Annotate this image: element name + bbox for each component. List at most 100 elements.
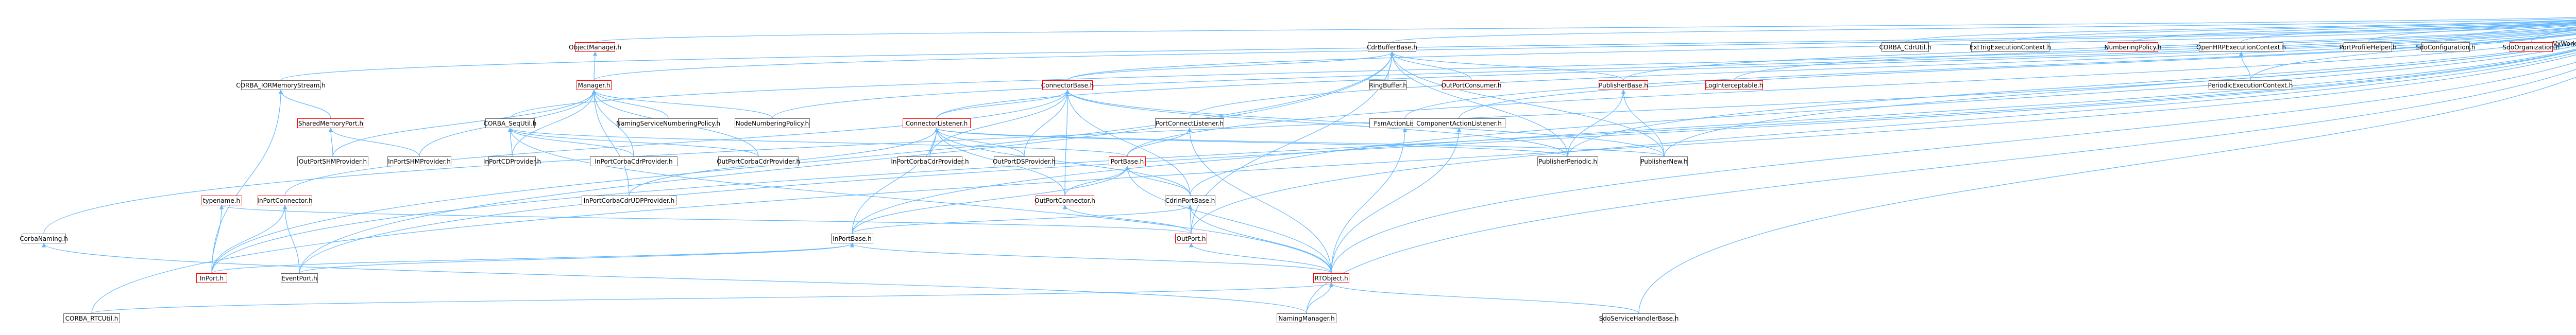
node-outportshmprovider[interactable]: OutPortSHMProvider.h <box>297 156 368 166</box>
node-namingservicenumbering[interactable]: NamingServiceNumberingPolicy.h <box>616 118 720 128</box>
edge-rtc-to-outport <box>1191 52 2576 234</box>
node-inportbase[interactable]: InPortBase.h <box>831 234 873 243</box>
edge-rtc-to-corba-cdrutil <box>1905 20 2576 43</box>
node-manager[interactable]: Manager.h <box>577 80 612 90</box>
node-corba-sequtil[interactable]: CORBA_SeqUtil.h <box>484 118 536 128</box>
edge-cdrbufferbase-to-outport <box>1191 51 1395 234</box>
edge-openhrp-to-periodicec <box>2239 51 2251 81</box>
node-inport[interactable]: InPort.h <box>196 273 227 283</box>
edge-portconnectlistener-to-rtobject <box>1187 128 1332 274</box>
node-connectorlistener[interactable]: ConnectorListener.h <box>903 118 971 128</box>
node-nodenumbering[interactable]: NodeNumberingPolicy.h <box>735 118 810 128</box>
node-portbase[interactable]: PortBase.h <box>1109 156 1146 166</box>
node-inportshmprovider[interactable]: InPortSHMProvider.h <box>387 156 451 166</box>
edge-rtc-to-objectmanager <box>595 17 2576 43</box>
edge-inportbase-to-inport <box>211 243 854 274</box>
edge-portbase-to-outportconnector <box>1064 166 1130 196</box>
edge-rtc-to-connectorlistener <box>936 30 2576 119</box>
edge-outportconnector-to-outport <box>1062 205 1192 234</box>
edge-connectorlistener-to-inportbase <box>852 128 939 234</box>
node-portconnectlistener[interactable]: PortConnectListener.h <box>1155 118 1224 128</box>
node-typename[interactable]: typename.h <box>201 196 242 205</box>
node-inportcorbacdrudpprovider[interactable]: InPortCorbaCdrUDPProvider.h <box>582 196 676 205</box>
edge-componentactionlistener-to-rtobject <box>1331 128 1462 274</box>
node-outport[interactable]: OutPort.h <box>1175 234 1207 243</box>
edge-formactionlistener-to-rtobject <box>1331 128 1408 274</box>
node-portprofilehelper[interactable]: PortProfileHelper.h <box>2339 42 2397 52</box>
edge-corba-sequtil-to-rtobject <box>507 128 1332 274</box>
node-inportconnector[interactable]: InPortConnector.h <box>257 196 313 205</box>
edge-connectorbase-to-publishernew <box>1065 90 1665 157</box>
edge-connectorlistener-to-publishernew <box>935 128 1665 157</box>
edge-rtc-to-cdrinportbase <box>1190 45 2576 196</box>
node-namingmanager[interactable]: NamingManager.h <box>1277 313 1336 323</box>
node-corba-rtcutil[interactable]: CORBA_RTCUtil.h <box>63 313 120 323</box>
node-corba-iormemorystream[interactable]: CORBA_IORMemoryStream.h <box>236 80 326 90</box>
edge-portbase-to-cdrinportbase <box>1125 166 1191 196</box>
node-sdoconfiguration[interactable]: SdoConfiguration.h <box>2416 42 2476 52</box>
node-numberingpolicy[interactable]: NumberingPolicy.h <box>2105 42 2162 52</box>
edge-manager-to-inportcdprovider <box>512 90 597 157</box>
node-outportconnector[interactable]: OutPortConnector.h <box>1035 196 1095 205</box>
edge-manager-to-outportshmprovider <box>332 90 597 157</box>
node-sdoservicehandlerbase[interactable]: SdoServiceHandlerBase.h <box>1599 313 1679 323</box>
edge-inportconnector-to-inport <box>211 205 287 274</box>
edge-rtc-to-manager <box>594 23 2576 81</box>
node-inportcorbacdrprovider[interactable]: InPortCorbaCdrProvider.h <box>590 156 677 166</box>
node-outportdsprovider[interactable]: OutPortDSProvider.h <box>993 156 1056 166</box>
node-publisherbase[interactable]: PublisherBase.h <box>1599 80 1648 90</box>
edge-rtc-to-inportbase <box>852 48 2576 234</box>
edge-connectorbase-to-outportdsprovider <box>1024 90 1070 157</box>
node-connectorbase[interactable]: ConnectorBase.h <box>1041 80 1094 90</box>
node-sharedmemoryport[interactable]: SharedMemoryPort.h <box>297 118 364 128</box>
node-outportcorbacdrprovider[interactable]: OutPortCorbaCdrProvider.h <box>717 156 800 166</box>
edge-connectorbase-to-cdrinportbase <box>1065 90 1191 196</box>
edge-rtc-to-portconnectlistener <box>1189 31 2576 119</box>
edge-manager-to-namingservicenumbering <box>591 90 669 119</box>
edge-rtc-to-inport <box>211 49 2576 274</box>
node-sdoorganization[interactable]: SdoOrganization.h <box>2503 42 2560 52</box>
edge-portbase-to-rtobject <box>1125 166 1332 274</box>
edge-connectorlistener-to-publisherperiodic <box>935 128 1568 157</box>
edge-connectorbase-to-connectorlistener <box>936 90 1070 119</box>
node-openhrp[interactable]: OpenHRPExecutionContext.h <box>2196 42 2286 52</box>
edge-connectorbase-to-inportcorbacdrprovider2 <box>929 90 1070 157</box>
edge-cdrbufferbase-to-eventport <box>299 51 1395 274</box>
edge-rtc-to-sdoconfiguration <box>2445 25 2576 43</box>
node-corbanaming[interactable]: CorbaNaming.h <box>20 234 68 243</box>
node-periodicec[interactable]: PeriodicExecutionContext.h <box>2208 80 2293 90</box>
node-publishernew[interactable]: PublisherNew.h <box>1640 156 1688 166</box>
node-cdrinportbase[interactable]: CdrInPortBase.h <box>1165 196 1215 205</box>
node-objectmanager[interactable]: ObjectManager.h <box>569 42 621 52</box>
edge-rtc-to-publishernew <box>1664 43 2576 157</box>
node-inportcdprovider[interactable]: InPortCDProvider.h <box>483 156 541 166</box>
edge-sharedmemoryport-to-inportshmprovider <box>328 128 420 157</box>
edge-rtc-to-openhrp <box>2241 22 2576 43</box>
node-componentactionlistener[interactable]: ComponentActionListener.h <box>1413 118 1505 128</box>
node-loginenableable[interactable]: LogInterceptable.h <box>1705 80 1763 90</box>
edge-corbanaming-to-namingmanager <box>42 243 1307 314</box>
edge-connectorbase-to-publisherperiodic <box>1065 90 1568 157</box>
edge-rtobject-to-namingmanager <box>1306 283 1334 314</box>
node-outportconsumer[interactable]: OutPortConsumer.h <box>1441 80 1502 90</box>
node-corba-cdrutil[interactable]: CORBA_CdrUtil.h <box>1879 42 1931 52</box>
edge-rtc-to-corba-rtcutil <box>91 54 2576 314</box>
edge-connectorlistener-to-outportdsprovider <box>934 128 1025 157</box>
node-exttrig[interactable]: ExtTrigExecutionContext.h <box>1970 42 2051 52</box>
edge-cdrbufferbase-to-publishernew <box>1389 51 1665 157</box>
edge-corba-sequtil-to-portbase <box>508 128 1128 157</box>
edge-manager-to-nodenumbering <box>591 90 773 119</box>
edge-rtobject-to-sdoservicehandlerbase <box>1329 283 1639 314</box>
node-eventport[interactable]: EventPort.h <box>281 273 318 283</box>
node-cdrbufferbase[interactable]: CdrBufferBase.h <box>1367 42 1417 52</box>
node-rtobject[interactable]: RTObject.h <box>1313 273 1349 283</box>
edge-rtc-to-namingmanager <box>1306 69 2576 314</box>
edge-corba-iormemorystream-to-inport <box>211 90 283 274</box>
node-publisherperiodic[interactable]: PublisherPeriodic.h <box>1537 156 1598 166</box>
edge-objectmanager-to-manager <box>592 51 598 81</box>
node-ringbuffer[interactable]: RingBuffer.h <box>1369 80 1407 90</box>
edge-cdrbufferbase-to-outportconsumer <box>1389 51 1472 81</box>
edge-rtc-to-corba-sequtil <box>510 28 2576 119</box>
node-inportcorbacdrprovider2[interactable]: InPortCorbaCdrProvider.h <box>891 156 969 166</box>
edge-rtc-to-cdrbufferbase <box>1392 18 2576 43</box>
